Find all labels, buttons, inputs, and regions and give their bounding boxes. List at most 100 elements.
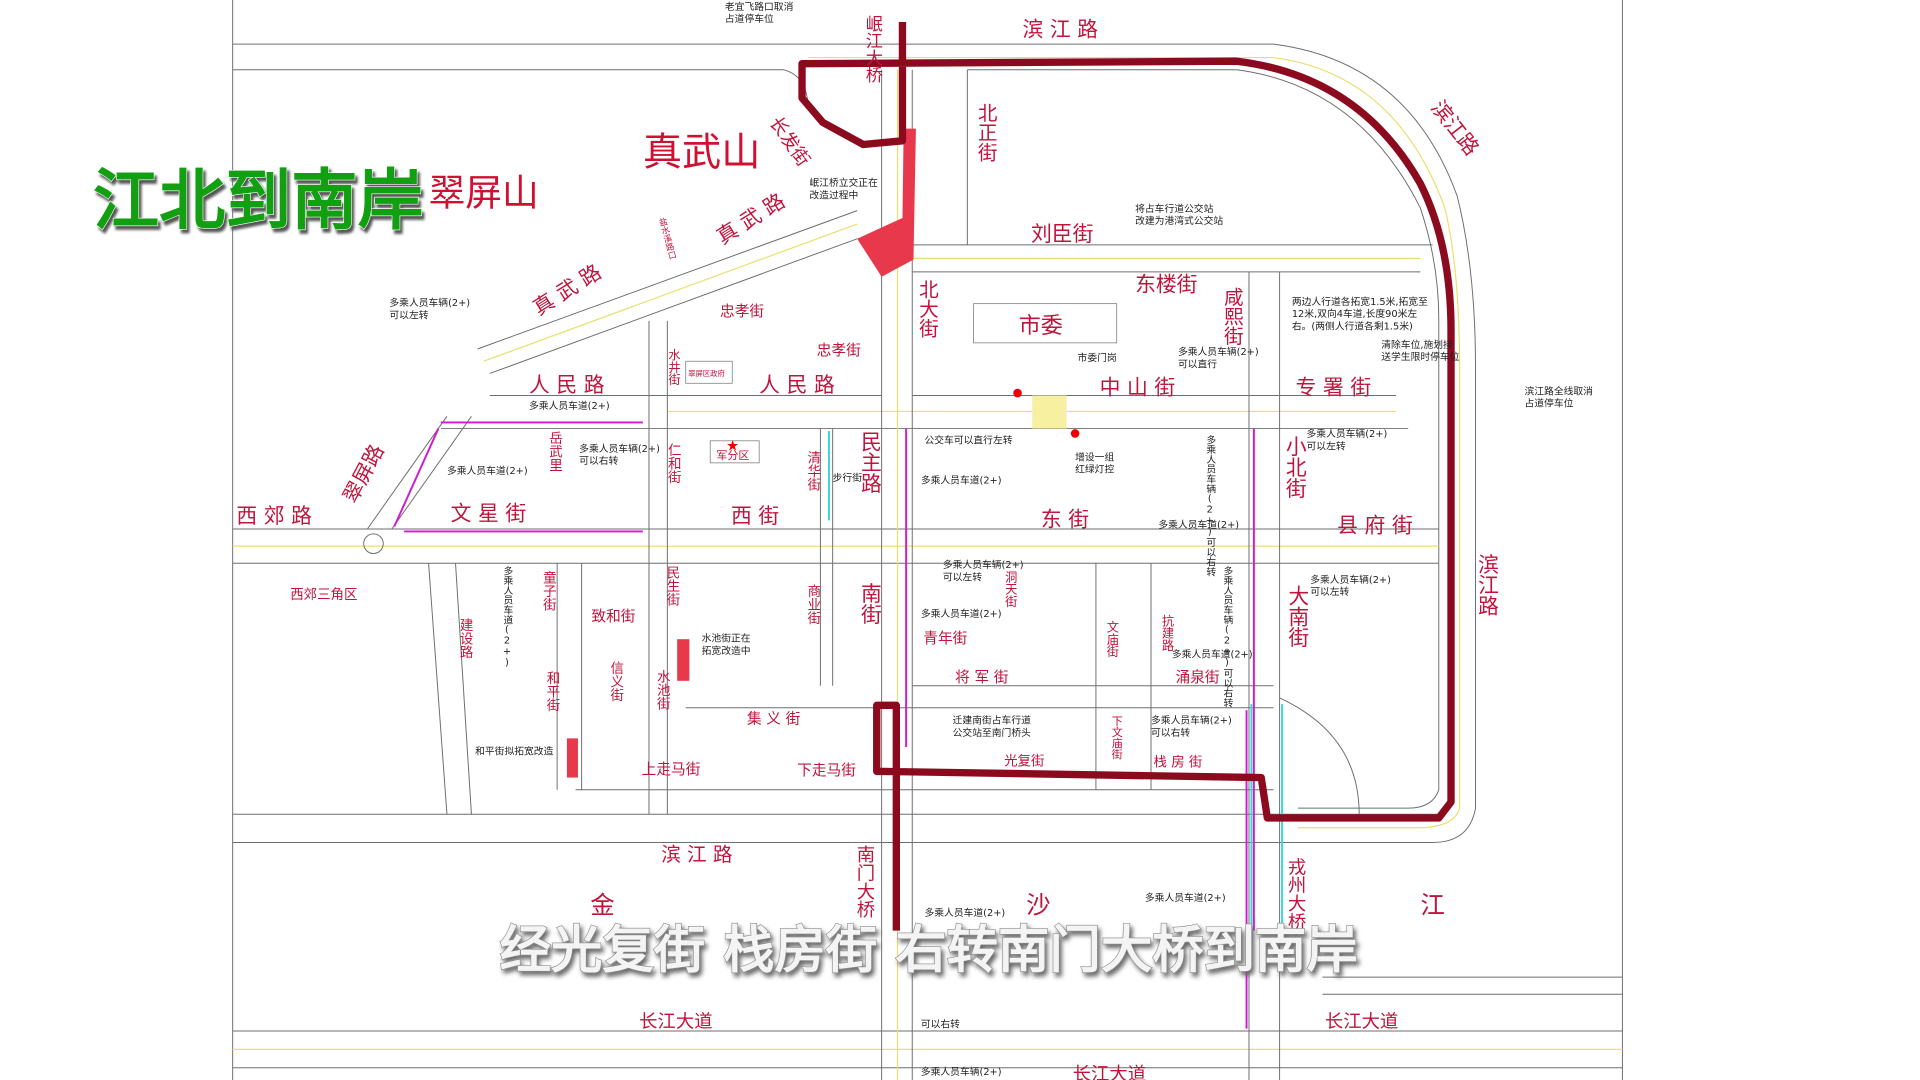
annotation: 多乘人员车辆(2+)可以左转 [1307, 427, 1388, 452]
street-label: 小北街 [1282, 436, 1306, 498]
street-label: 集 义 街 [747, 711, 801, 728]
street-label: 县 府 街 [1337, 514, 1413, 538]
street-label: 上走马街 [642, 761, 701, 778]
street-label: 长江大道 [1073, 1064, 1146, 1080]
video-caption: 经光复街 栈房街 右转南门大桥到南岸 [500, 920, 1358, 980]
street-label: 东 街 [1041, 508, 1089, 532]
street-label: 人 民 路 [759, 373, 835, 397]
street-label: 大南街 [1285, 585, 1309, 647]
traffic-light-marker [1070, 429, 1080, 438]
street-label: 致和街 [591, 608, 635, 625]
street-label: 东楼街 [1135, 272, 1197, 296]
annotation: 多乘人员车道(2+) [1145, 891, 1226, 904]
street-label: 仁和街 [665, 443, 682, 484]
street-label: 真 武 路 [712, 189, 789, 250]
street-label: 戎州大桥 [1285, 857, 1306, 930]
street-label: 咸熙街 [1220, 287, 1243, 346]
street-label: 信义街 [607, 661, 624, 702]
annotation: 多乘人员车辆(2+)可以左转 [1310, 573, 1391, 598]
street-label: 北正街 [974, 103, 997, 162]
street-label: 栈 房 街 [1153, 755, 1202, 771]
annotation: 多乘人员车辆(2+)可以右转 [1204, 433, 1216, 577]
annotations: 老宜飞路口取消占道停车位 岷江桥立交正在改造过程中 将占车行道公交站改建为港湾式… [389, 0, 1593, 1078]
annotation: 多乘人员车辆(2+)可以左转 [389, 296, 470, 321]
widening-zones: ★ [566, 128, 1080, 778]
district-gov-label: 翠屏区政府 [688, 369, 725, 378]
street-label: 下文庙街 [1110, 715, 1123, 760]
annotation: 多乘人员车辆(2+)可以右转 [1151, 714, 1232, 739]
annotation: 多乘人员车道(2+) [921, 474, 1002, 487]
street-label: 滨 江 路 [1022, 18, 1098, 42]
junfenqu-label: 军分区 [716, 449, 749, 462]
street-label: 洞天街 [1003, 570, 1017, 607]
annotation: 可以右转 [921, 1017, 960, 1030]
street-label: 真 武 路 [529, 260, 606, 321]
annotation: 多乘人员车道(2+) [1172, 648, 1253, 661]
annotation: 岷江桥立交正在改造过程中 [809, 176, 878, 201]
street-label: 专 署 街 [1296, 375, 1372, 399]
street-label: 下走马街 [797, 762, 856, 779]
hov-lanes [393, 421, 1284, 1029]
street-label: 长江大道 [1325, 1011, 1398, 1032]
annotation: 迁建南街占车行道公交站至南门桥头 [953, 714, 1031, 739]
street-label: 商业街 [804, 584, 821, 625]
street-label: 南门大桥 [854, 845, 875, 918]
street-label: 北大街 [915, 279, 938, 338]
annotation: 多乘人员车辆(2+)可以右转 [579, 442, 660, 467]
street-label: 抗建路 [1160, 613, 1174, 651]
street-label: 滨江路 [1426, 96, 1483, 160]
annotation: 多乘人员车辆(2+)可以左转 [943, 558, 1024, 583]
video-title: 江北到南岸 [93, 162, 424, 239]
road-network [232, 43, 1623, 1080]
street-label: 长发街 [765, 113, 814, 170]
annotation: 清除车位,施划接送学生限时停车位 [1381, 338, 1459, 363]
street-label: 文 星 街 [451, 501, 527, 525]
street-label: 水井街 [666, 349, 680, 386]
street-label: 滨江路 [1475, 553, 1499, 615]
annotation: 多乘人员车道(2+) [921, 607, 1002, 620]
street-label: 南街 [857, 583, 881, 625]
street-label: 建设路 [457, 618, 474, 659]
annotation: 老宜飞路口取消占道停车位 [725, 0, 794, 25]
xijiao-triangle-label: 西郊三角区 [290, 586, 357, 603]
street-label: 水池街 [654, 670, 671, 711]
sha-label: 沙 [1026, 890, 1050, 919]
street-label: 忠孝街 [720, 303, 764, 320]
street-label: 涌泉街 [1176, 669, 1220, 686]
annotation: 多乘人员车道(2+) [1158, 518, 1239, 531]
annotation: 市委门岗 [1078, 351, 1117, 364]
annotation: 公交车可以直行左转 [924, 433, 1012, 446]
street-label: 刘臣街 [1031, 222, 1093, 246]
street-label: 和平街 [544, 671, 561, 712]
annotation: 多乘人员车道(2+) [501, 564, 513, 668]
annotation: 和平街拟拓宽改造 [475, 744, 553, 757]
street-label: 人 民 路 [529, 373, 605, 397]
crosswalk [1032, 395, 1067, 429]
route-path [798, 22, 1455, 931]
street-label: 岷江大桥 [862, 15, 883, 84]
street-label: 清华街 [804, 450, 821, 491]
street-label: 文庙街 [1105, 620, 1119, 658]
zhenwushan-label: 真武山 [643, 130, 761, 175]
street-label: 中 山 街 [1100, 375, 1176, 399]
annotation: 多乘人员车道(2+) [447, 464, 528, 477]
annotation: 水池街正在拓宽改造中 [702, 632, 751, 657]
shiwei-label: 市委 [1019, 314, 1063, 339]
street-label: 长江大道 [639, 1011, 712, 1032]
street-label: 光复街 [1004, 752, 1044, 769]
street-label: 西 郊 路 [236, 504, 312, 528]
map-frame [232, 0, 1623, 1080]
buxingjie-label: 步行街 [833, 471, 863, 484]
traffic-light-marker [1013, 388, 1022, 398]
street-label: 岳武里 [546, 431, 563, 472]
street-label: 民主路 [857, 431, 881, 493]
annotation: 滨江路全线取消占道停车位 [1524, 384, 1593, 409]
street-label: 忠孝街 [817, 342, 861, 359]
street-labels: 滨 江 路 岷江大桥 长发街 北正街 刘臣街 真 武 路 真 武 路 盐水溪路口… [236, 15, 1499, 1080]
annotation: 多乘人员车辆(2+)可以右转 [1221, 564, 1233, 708]
annotation: 增设一组红绿灯控 [1075, 450, 1114, 475]
street-label: 青年街 [923, 630, 967, 647]
annotation: 多乘人员车道(2+) [924, 906, 1005, 919]
